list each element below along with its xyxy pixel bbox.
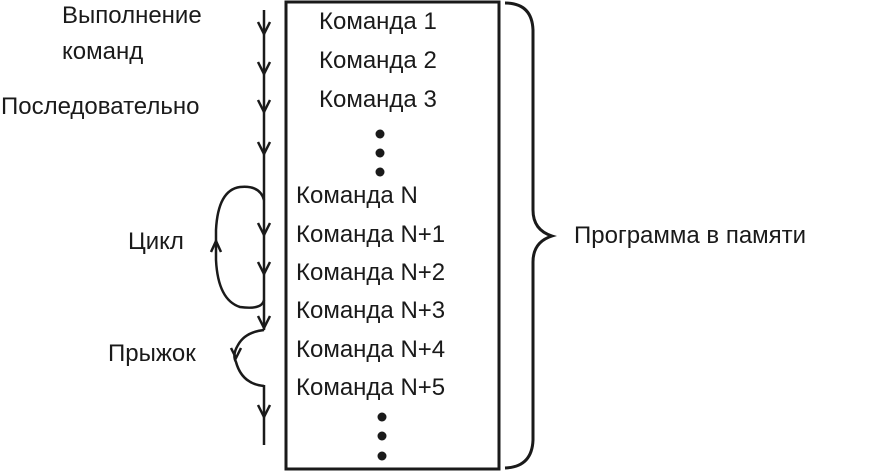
command-item: Команда N: [296, 182, 418, 209]
execution-label-line1: Выполнение: [62, 2, 202, 29]
arrow-down-icon: [256, 99, 272, 115]
program-in-memory-label: Программа в памяти: [574, 222, 807, 249]
arrow-down-icon: [256, 61, 272, 77]
arrow-down-icon: [256, 261, 272, 277]
arrow-down-icon: [229, 347, 243, 361]
ellipsis-dots-bottom: [377, 412, 387, 461]
arrow-down-icon: [256, 21, 272, 37]
command-item: Команда N+1: [296, 221, 446, 248]
arrow-down-icon: [256, 141, 272, 157]
command-item: Команда 3: [319, 86, 437, 113]
ellipsis-dots-top: [375, 129, 385, 177]
sequential-label: Последовательно: [1, 93, 200, 120]
command-item: Команда N+2: [296, 259, 446, 286]
jump-arc: [233, 328, 265, 388]
memory-box: [284, 0, 501, 471]
execution-label-line2: команд: [62, 38, 144, 65]
arrow-up-icon: [209, 237, 223, 253]
arrow-down-icon: [256, 404, 272, 420]
jump-label: Прыжок: [108, 340, 196, 367]
arrow-down-icon: [256, 222, 272, 238]
loop-arc: [214, 185, 266, 309]
loop-label: Цикл: [128, 228, 184, 255]
command-item: Команда N+5: [296, 374, 446, 401]
arrow-down-icon: [256, 315, 272, 331]
command-item: Команда N+3: [296, 297, 446, 324]
command-item: Команда 1: [319, 8, 437, 35]
curly-brace: [504, 1, 557, 470]
command-item: Команда N+4: [296, 336, 446, 363]
command-item: Команда 2: [319, 47, 437, 74]
